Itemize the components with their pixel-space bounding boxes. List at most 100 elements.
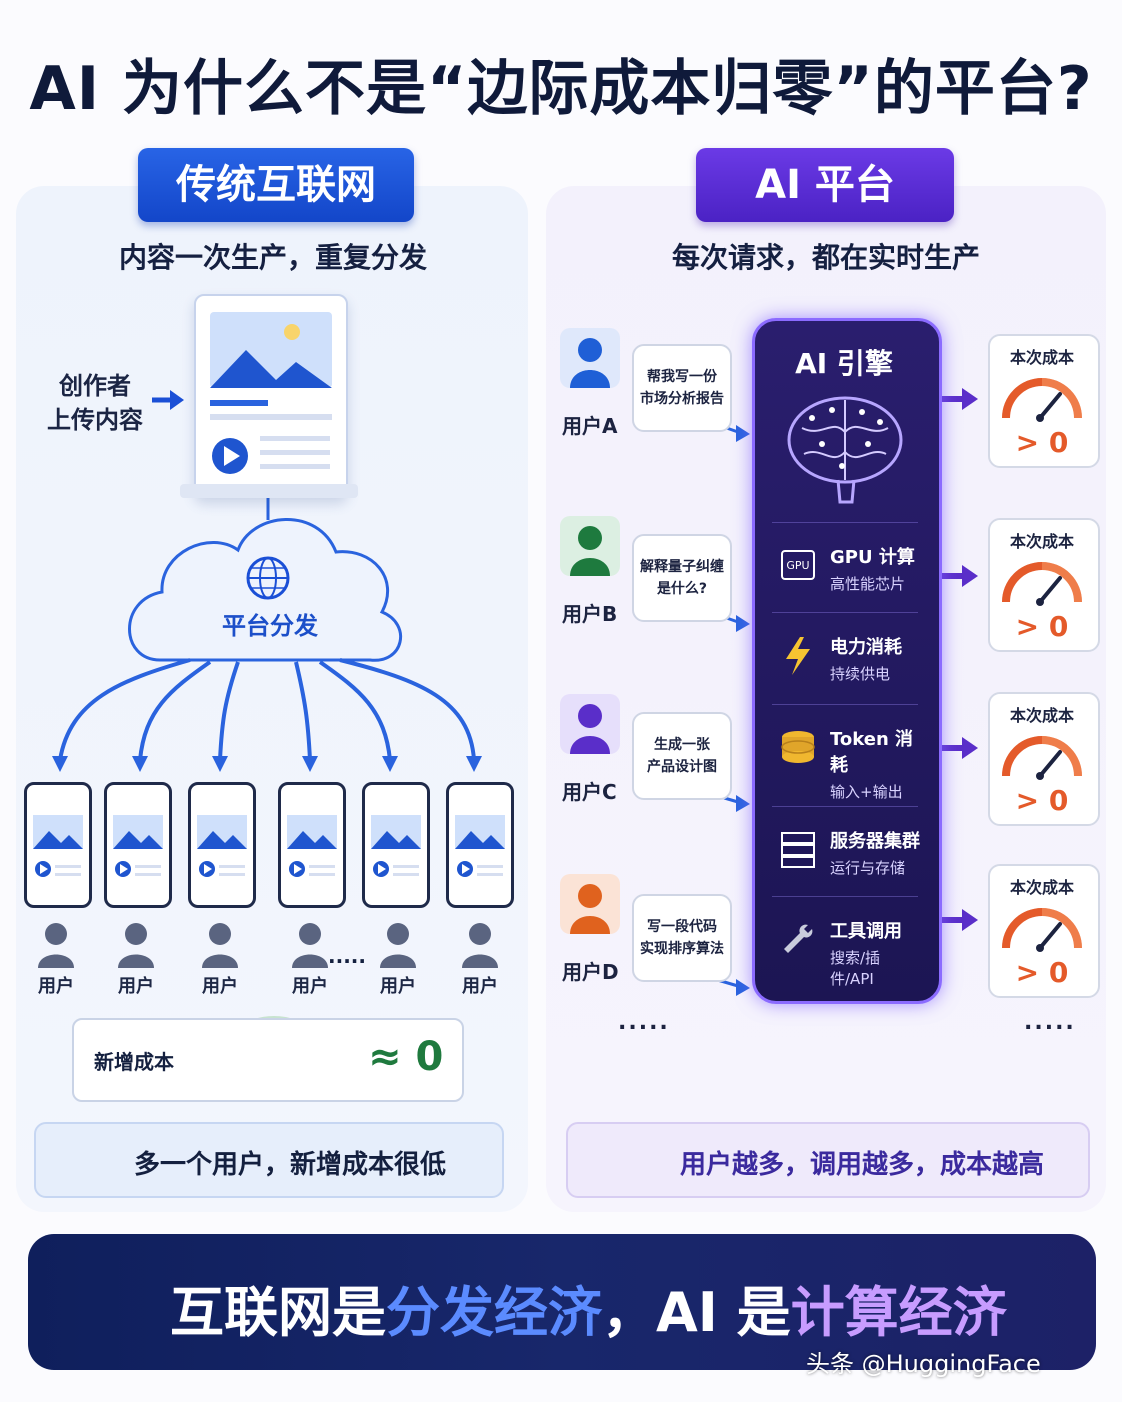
user-avatar-icon (280, 920, 340, 970)
request-user-label: 用户C (562, 780, 617, 804)
server-icon (776, 827, 820, 871)
gauge-high-icon (1000, 556, 1084, 606)
request-text-line2: 产品设计图 (647, 759, 717, 775)
user-avatar-icon (560, 874, 620, 934)
engine-row-title: 服务器集群 (830, 831, 920, 852)
engine-row: Token 消耗输入+输出 (772, 704, 918, 801)
distribution-arrowheads (52, 756, 482, 772)
request-text-line2: 实现排序算法 (640, 941, 724, 957)
gauge-high-icon (1000, 902, 1084, 952)
creator-label-line2: 上传内容 (47, 406, 143, 434)
engine-row-title: 工具调用 (830, 921, 902, 942)
user-avatar-icon (450, 920, 510, 970)
content-document-card (194, 294, 348, 498)
phone-device (362, 782, 430, 908)
request-bubble: 帮我写一份市场分析报告 (632, 344, 732, 432)
distribution-arrows (58, 658, 476, 761)
engine-row-title: Token 消耗 (830, 729, 914, 776)
right-summary-box (566, 1122, 1090, 1198)
creator-label-line1: 创作者 (59, 372, 131, 400)
cost-card-value: > 0 (1015, 610, 1069, 643)
engine-row-title: 电力消耗 (830, 637, 902, 658)
request-bubble: 写一段代码实现排序算法 (632, 894, 732, 982)
new-cost-label: 新增成本 (94, 1050, 174, 1074)
engine-row-subtitle: 输入+输出 (830, 783, 903, 801)
banner-emphasis-compute: 计算经济 (790, 1281, 1007, 1344)
banner-text: 互联网是分发经济，AI 是计算经济 (170, 1268, 1007, 1347)
user-avatar-icon (106, 920, 166, 970)
request-user-label: 用户A (562, 414, 618, 438)
user-avatar-icon (368, 920, 428, 970)
request-user-label: 用户D (562, 960, 619, 984)
cost-card-title: 本次成本 (1009, 348, 1074, 367)
user-avatar-icon (560, 694, 620, 754)
page-title: AI 为什么不是“边际成本归零”的平台? (29, 54, 1093, 124)
banner-emphasis-distribution: 分发经济 (386, 1281, 602, 1344)
engine-row-subtitle: 运行与存储 (830, 859, 906, 877)
phone-device (24, 782, 92, 908)
svg-text:GPU: GPU (786, 559, 809, 572)
phone-device (278, 782, 346, 908)
cost-card-value: > 0 (1015, 784, 1069, 817)
request-text-line1: 解释量子纠缠 (640, 558, 724, 575)
left-subtitle: 内容一次生产，重复分发 (118, 241, 427, 274)
brain-icon (787, 396, 903, 504)
users-ellipsis: ..... (328, 944, 366, 968)
new-cost-box (72, 1018, 464, 1102)
requests-ellipsis: ..... (618, 1010, 670, 1035)
engine-row-subtitle: 高性能芯片 (830, 575, 906, 593)
wrench-icon (776, 917, 820, 961)
engine-row: 电力消耗持续供电 (772, 612, 918, 699)
cost-card-title: 本次成本 (1009, 706, 1074, 725)
phone-device (188, 782, 256, 908)
user-avatar-icon (26, 920, 86, 970)
engine-row: 工具调用搜索/插件/API (772, 896, 918, 988)
user-avatar-icon (190, 920, 250, 970)
request-bubble: 生成一张产品设计图 (632, 712, 732, 800)
engine-row-subtitle: 持续供电 (830, 665, 891, 683)
ai-engine-title: AI 引擎 (795, 347, 893, 380)
phone-device (446, 782, 514, 908)
cloud-icon (128, 518, 402, 662)
right-heading: AI 平台 (696, 148, 954, 222)
gpu-chip-icon: GPU (776, 543, 820, 587)
request-text-line1: 生成一张 (654, 736, 710, 753)
user-label: 用户 (118, 976, 154, 997)
user-label: 用户 (380, 976, 416, 997)
user-label: 用户 (292, 976, 328, 997)
user-label: 用户 (462, 976, 498, 997)
gauge-high-icon (1000, 372, 1084, 422)
engine-row-title: GPU 计算 (830, 547, 915, 568)
phone-device (104, 782, 172, 908)
left-summary-text: 多一个用户，新增成本很低 (134, 1150, 447, 1180)
right-subtitle: 每次请求，都在实时生产 (671, 241, 980, 274)
image-thumbnail-icon (210, 312, 332, 474)
cost-card-title: 本次成本 (1009, 532, 1074, 551)
engine-row: 服务器集群运行与存储 (772, 806, 920, 893)
banner-part2: ，AI 是 (602, 1281, 791, 1344)
request-arrowheads (736, 425, 750, 996)
new-cost-value: ≈ 0 (368, 1034, 444, 1080)
cost-card-title: 本次成本 (1009, 878, 1074, 897)
cost-card-value: > 0 (1015, 426, 1069, 459)
user-label: 用户 (38, 976, 74, 997)
cost-card-value: > 0 (1015, 956, 1069, 989)
ai-engine-panel (752, 318, 942, 1004)
left-heading: 传统互联网 (138, 148, 414, 222)
engine-output-arrows (940, 388, 978, 931)
engine-row: GPU GPU 计算高性能芯片 (772, 522, 918, 609)
request-text-line2: 市场分析报告 (640, 391, 724, 407)
left-summary-box (34, 1122, 504, 1198)
right-summary-text: 用户越多，调用越多，成本越高 (680, 1150, 1045, 1180)
request-text-line2: 是什么? (656, 581, 708, 597)
gauge-high-icon (1000, 730, 1084, 780)
creator-arrow-icon (152, 390, 184, 410)
cloud-label: 平台分发 (222, 612, 318, 640)
bottom-banner (28, 1234, 1096, 1370)
lightning-icon (776, 633, 820, 677)
request-bubble: 解释量子纠缠是什么? (632, 534, 732, 622)
user-avatar-icon (560, 328, 620, 388)
engine-row-subtitle: 搜索/插件/API (830, 949, 881, 988)
request-text-line1: 帮我写一份 (647, 368, 717, 385)
doc-stand (180, 484, 358, 498)
